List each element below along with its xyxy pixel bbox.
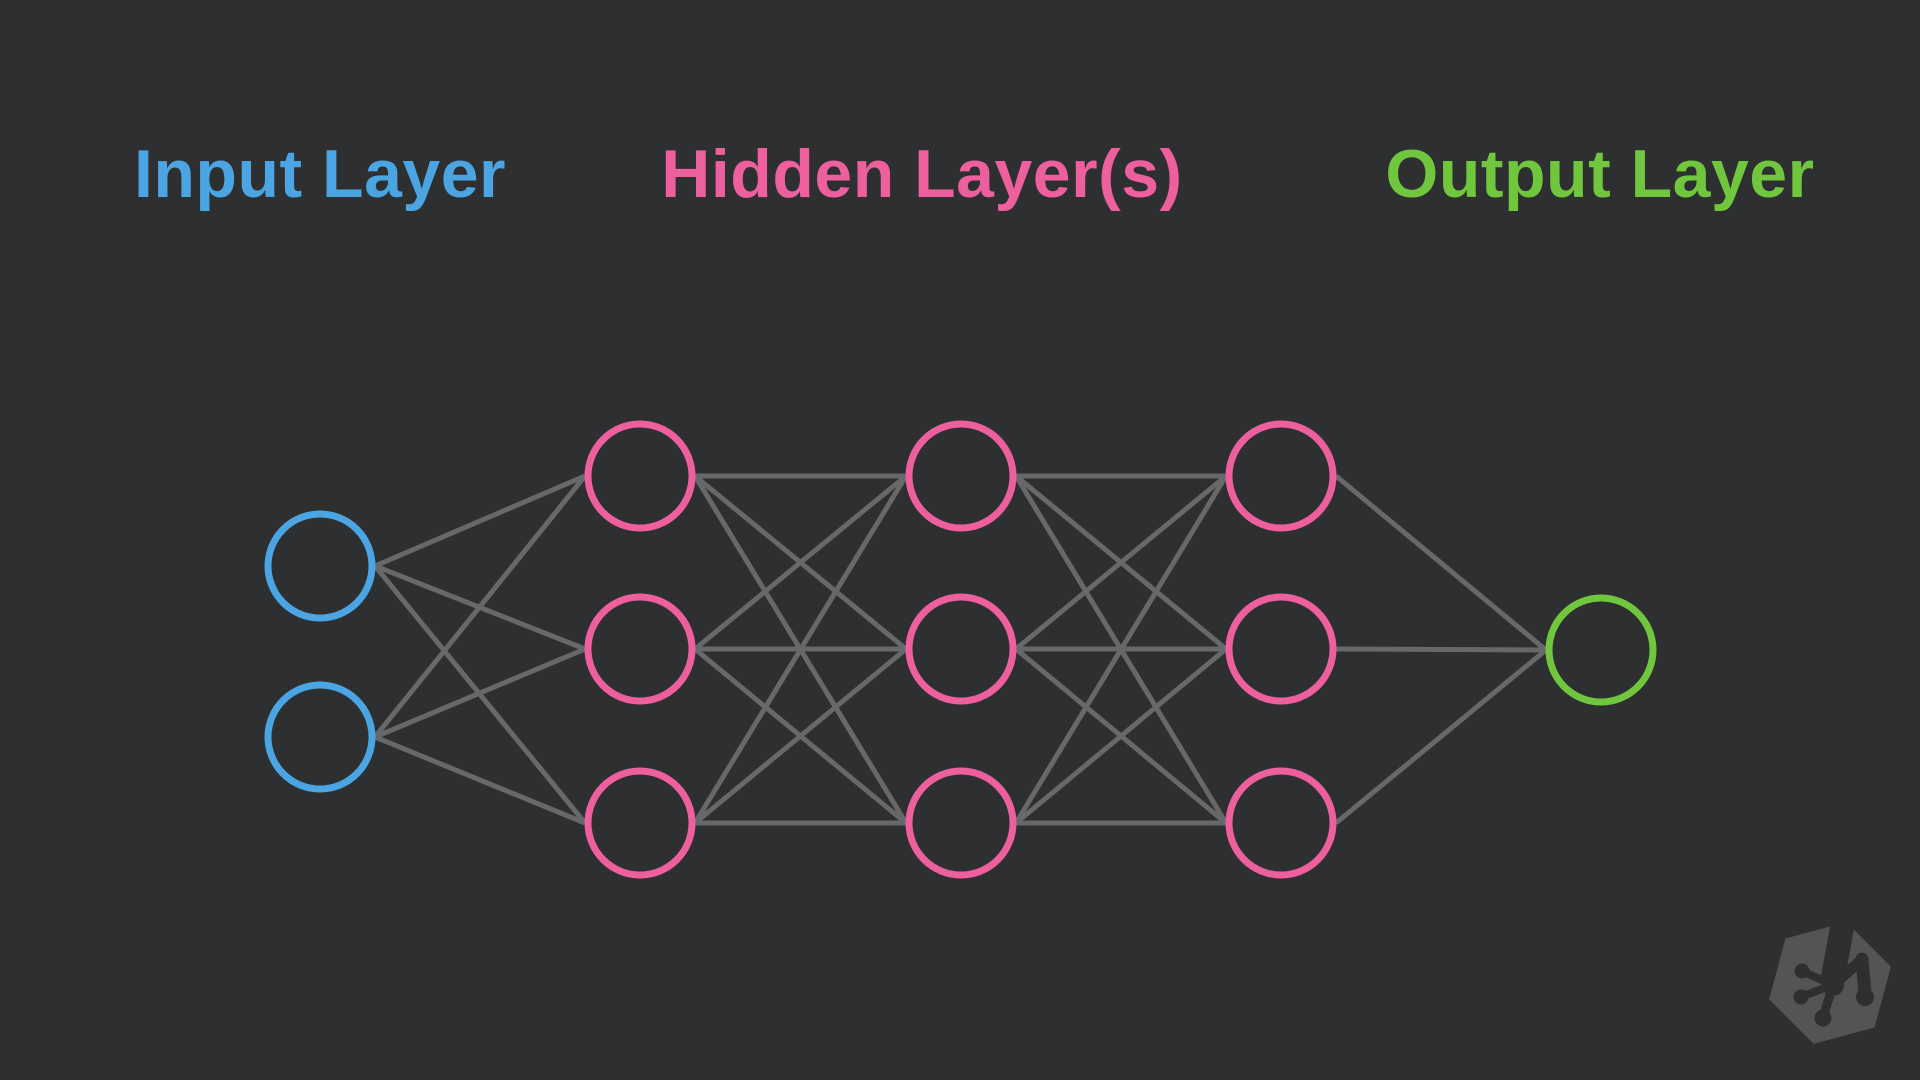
edge <box>1014 474 1228 651</box>
edge <box>693 647 908 825</box>
edge <box>1334 474 1548 652</box>
input-layer-title: Input Layer <box>134 136 506 212</box>
edge <box>693 474 908 651</box>
output-layer-title: Output Layer <box>1385 136 1815 212</box>
input-layer-node <box>264 681 376 793</box>
hidden-layer-2-node <box>905 420 1017 532</box>
connection-edges <box>373 473 1548 826</box>
hidden-layer-1-node <box>584 593 696 705</box>
edge <box>1334 648 1548 825</box>
edge <box>1014 647 1228 825</box>
hidden-layer-1-node <box>584 420 696 532</box>
edge <box>374 646 586 740</box>
edge <box>1013 474 1229 825</box>
input-layer-node <box>264 510 376 622</box>
edge <box>692 474 909 825</box>
hidden-layer-3-node <box>1225 420 1337 532</box>
hidden-layer-2-node <box>905 767 1017 879</box>
frog-hexagon-logo <box>1769 916 1891 1044</box>
hidden-layer-1-node <box>584 767 696 879</box>
edge <box>373 474 587 739</box>
hidden-layer-2-node <box>905 593 1017 705</box>
edge <box>1335 646 1547 653</box>
edge <box>374 734 586 826</box>
edge <box>374 473 586 569</box>
hidden-layer-3-node <box>1225 593 1337 705</box>
hidden-layer-title: Hidden Layer(s) <box>661 136 1183 212</box>
neuron-nodes <box>264 420 1657 879</box>
frog-foot-cutout <box>1793 916 1874 1027</box>
hidden-layer-3-node <box>1225 767 1337 879</box>
output-layer-node <box>1545 594 1657 706</box>
